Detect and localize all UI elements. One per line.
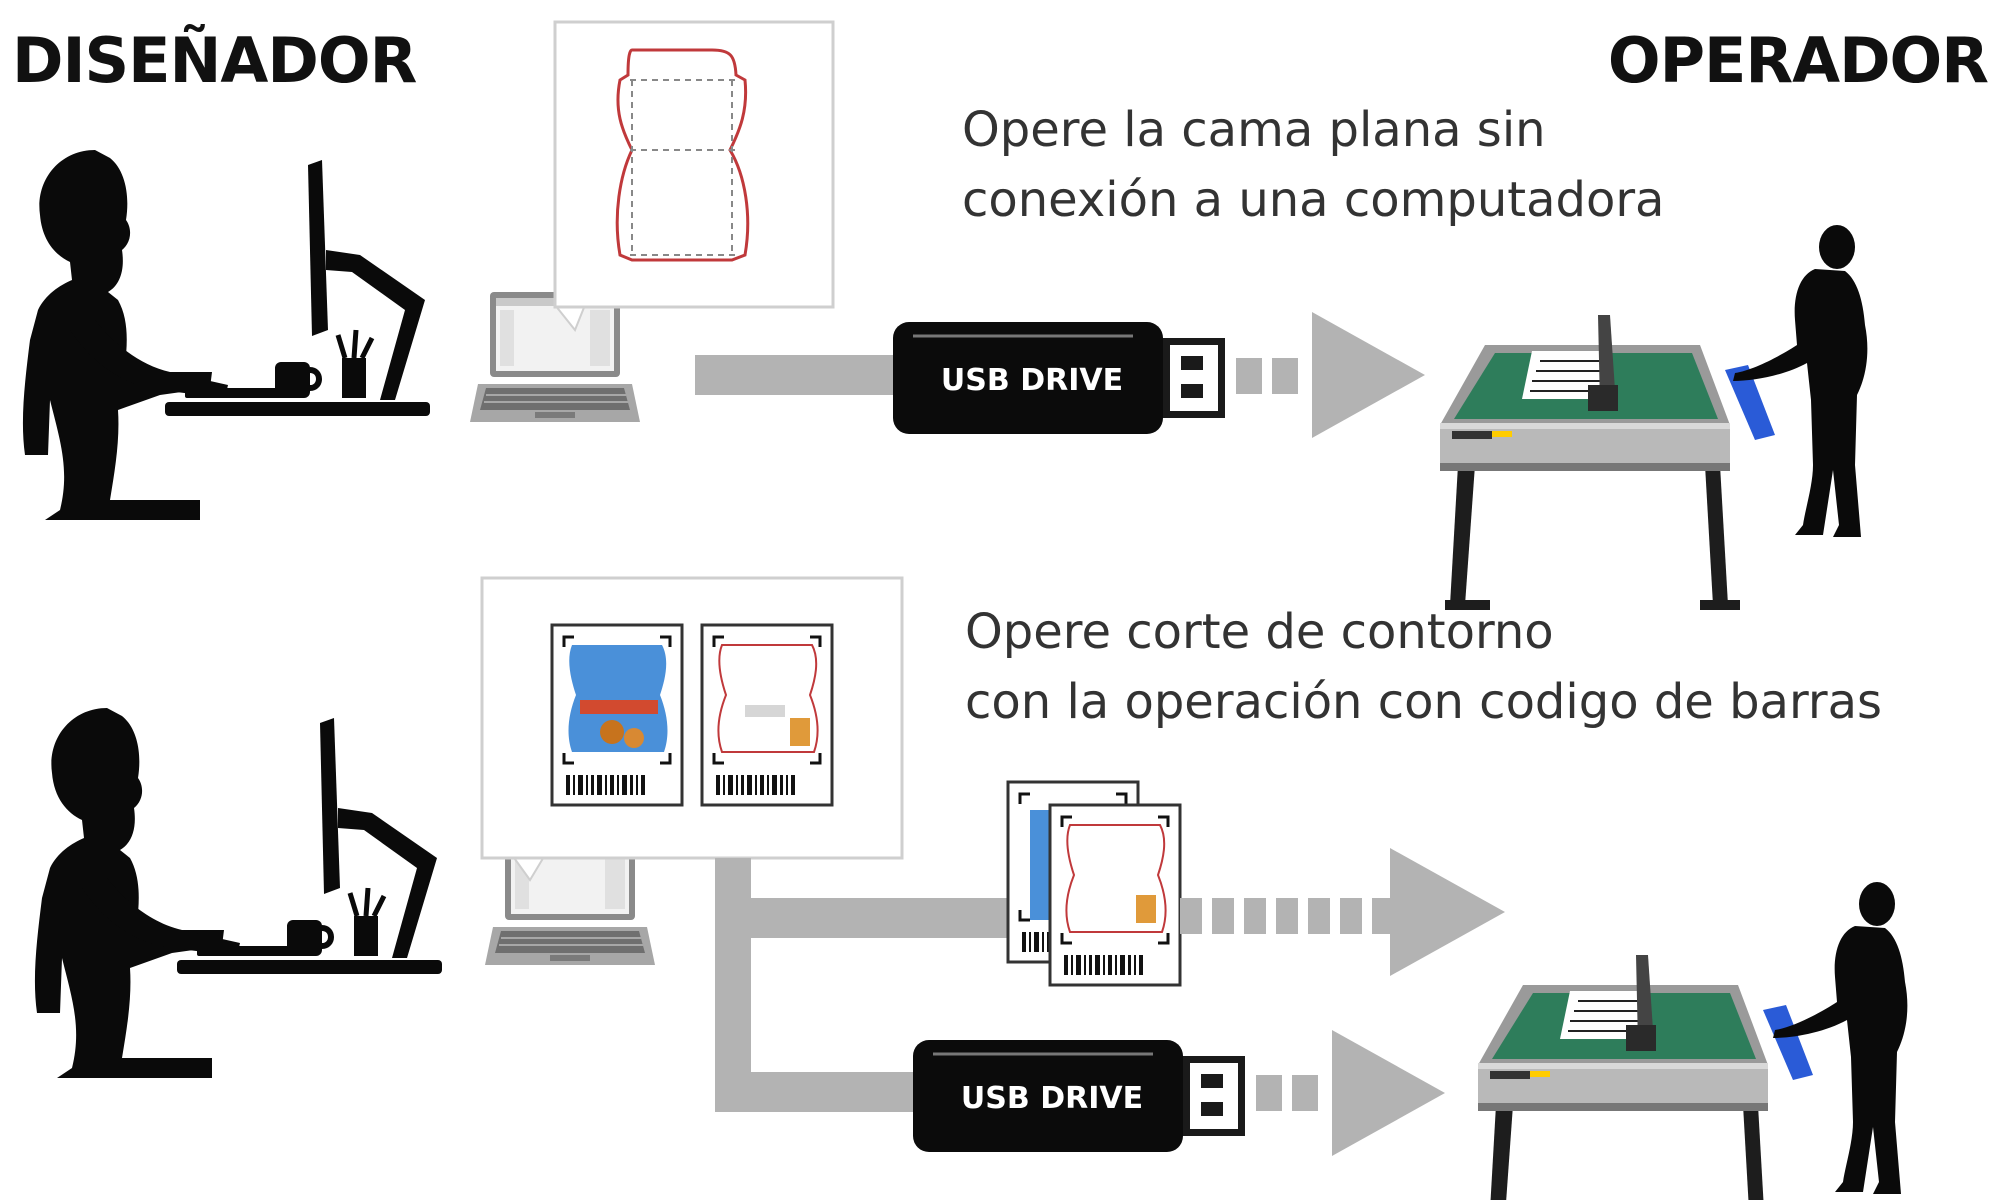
bottom-flow-upper-bar: [715, 898, 1015, 938]
flatbed-cutter-icon: [1439, 314, 1776, 611]
top-flow: USB DRIVE: [23, 20, 1868, 611]
die-cut-template-window: [552, 20, 835, 332]
bottom-caption-line2: con la operación con codigo de barras: [965, 674, 1883, 730]
bottom-usb-label: USB DRIVE: [961, 1081, 1143, 1116]
top-caption: Opere la cama plana sin conexión a una c…: [962, 95, 1664, 235]
designer-silhouette-icon: [23, 150, 430, 520]
designer-heading: DISEÑADOR: [12, 24, 417, 97]
top-caption-line2: conexión a una computadora: [962, 172, 1665, 228]
arrow-icon: [1332, 1030, 1445, 1156]
top-usb-label: USB DRIVE: [941, 363, 1123, 398]
bottom-caption: Opere corte de contorno con la operación…: [965, 597, 1882, 737]
bottom-caption-line1: Opere corte de contorno: [965, 604, 1554, 660]
top-flow-bar: [695, 355, 895, 395]
flatbed-cutter-icon: [1477, 954, 1814, 1200]
designer-silhouette-icon: [35, 708, 442, 1078]
bottom-flow: USB DRIVE: [35, 576, 1908, 1200]
laptop-icon: [469, 291, 641, 423]
bottom-flow-upper-arrow: [1180, 848, 1505, 976]
die-cut-template-icon: [615, 48, 750, 262]
bottom-flow-lower-arrow: [1256, 1030, 1445, 1156]
bottom-flow-lower-bar: [715, 1072, 915, 1112]
operator-heading: OPERADOR: [1607, 24, 1989, 97]
barcode-sheets-window: [480, 576, 904, 882]
arrow-icon: [1312, 312, 1425, 438]
top-flow-arrow: [1236, 312, 1425, 438]
printed-sheets-stack: [1006, 780, 1182, 987]
arrow-icon: [1390, 848, 1505, 976]
top-caption-line1: Opere la cama plana sin: [962, 102, 1546, 158]
